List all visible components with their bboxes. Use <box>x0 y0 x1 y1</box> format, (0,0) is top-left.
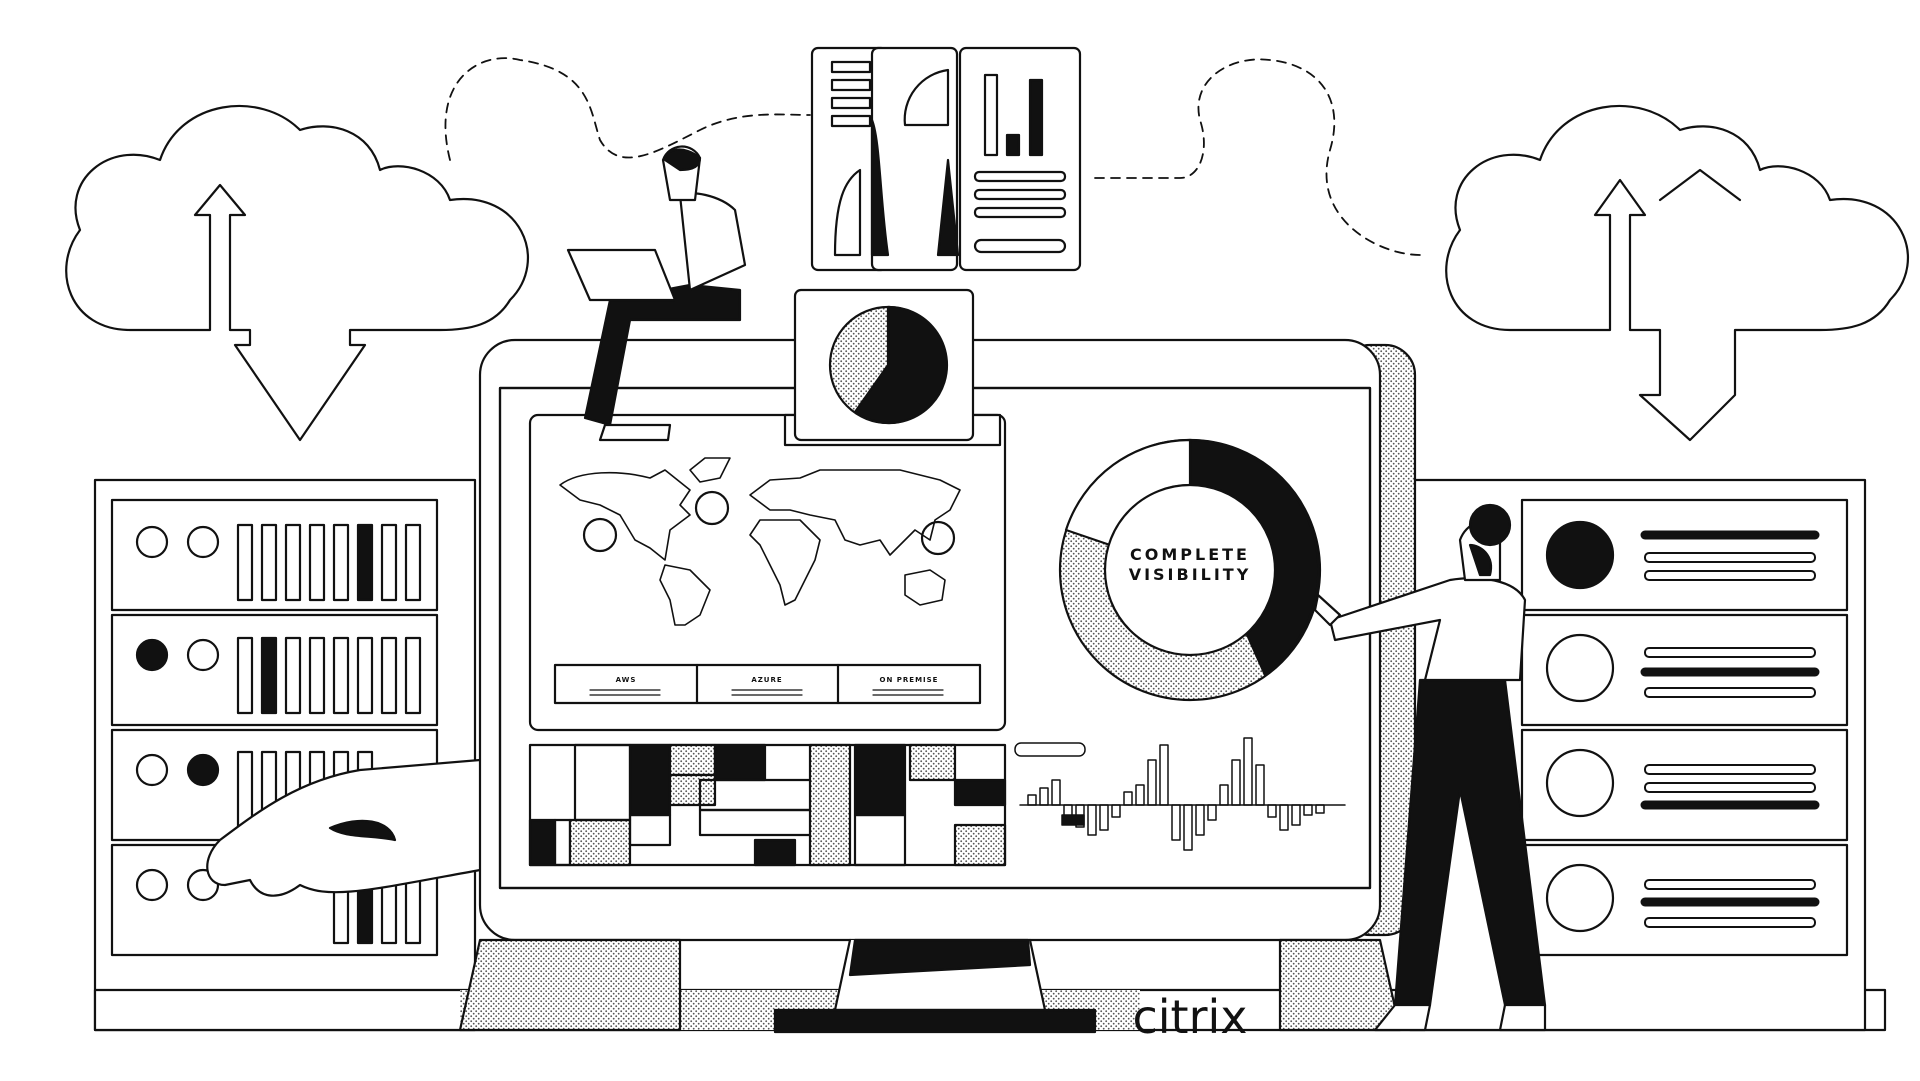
cloud-upload-download-icon <box>1445 104 1909 442</box>
donut-title-line1: COMPLETE <box>1130 545 1250 564</box>
map-legend-azure: AZURE <box>751 676 782 684</box>
donut-chart-icon <box>1058 438 1322 702</box>
map-legend-on-premise: ON PREMISE <box>880 676 939 684</box>
person-pointing <box>1313 503 1547 1032</box>
brand-logo: citrix <box>1132 990 1247 1044</box>
person-with-laptop <box>566 145 747 442</box>
bar-chart-icon <box>1014 737 1346 851</box>
dashed-connectors <box>444 57 1421 256</box>
map-legend-aws: AWS <box>616 676 637 684</box>
floating-dashboard-cards <box>810 46 1082 272</box>
pie-chart-icon <box>783 288 1002 447</box>
treemap-panel <box>528 743 1007 867</box>
cloud-upload-download-icon <box>65 104 529 442</box>
world-map-panel <box>528 413 1007 732</box>
donut-title-line2: VISIBILITY <box>1129 565 1252 584</box>
